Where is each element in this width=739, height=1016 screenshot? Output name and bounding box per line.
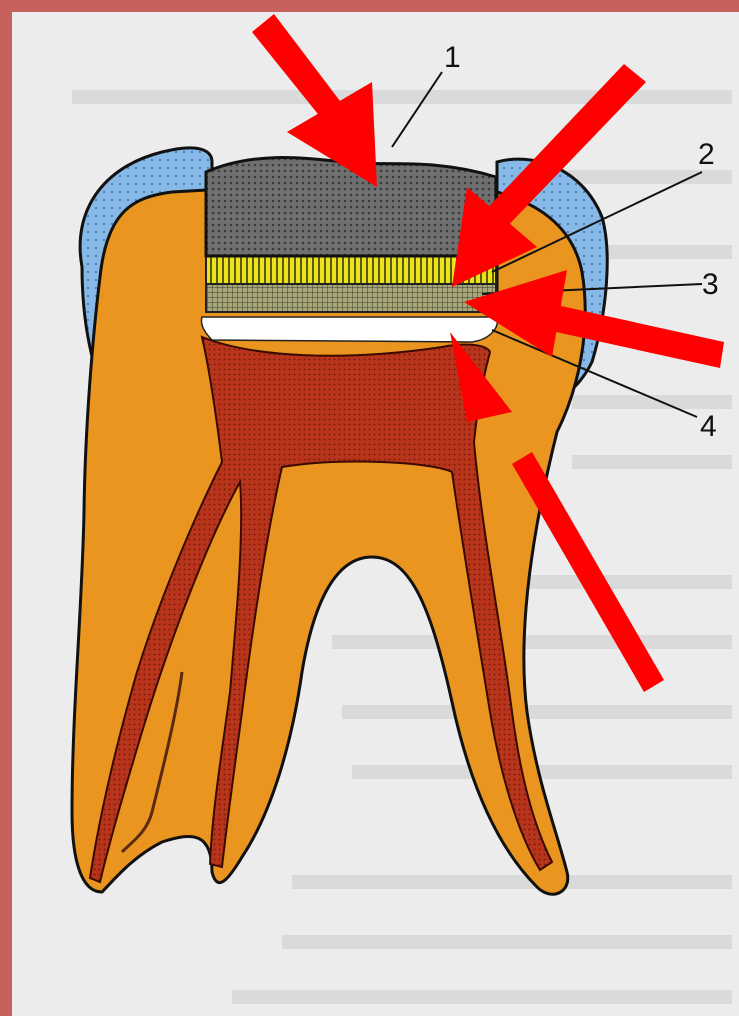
yellow-layer [206,256,496,284]
callout-1: 1 [444,41,461,74]
tooth-diagram: 1 2 3 4 [12,12,739,1016]
callout-2: 2 [698,138,715,171]
lining-layer [206,284,496,312]
callout-3: 3 [702,268,719,301]
filling [206,158,496,256]
diagram-frame: 1 2 3 4 [12,12,739,1016]
callout-4: 4 [700,410,717,443]
